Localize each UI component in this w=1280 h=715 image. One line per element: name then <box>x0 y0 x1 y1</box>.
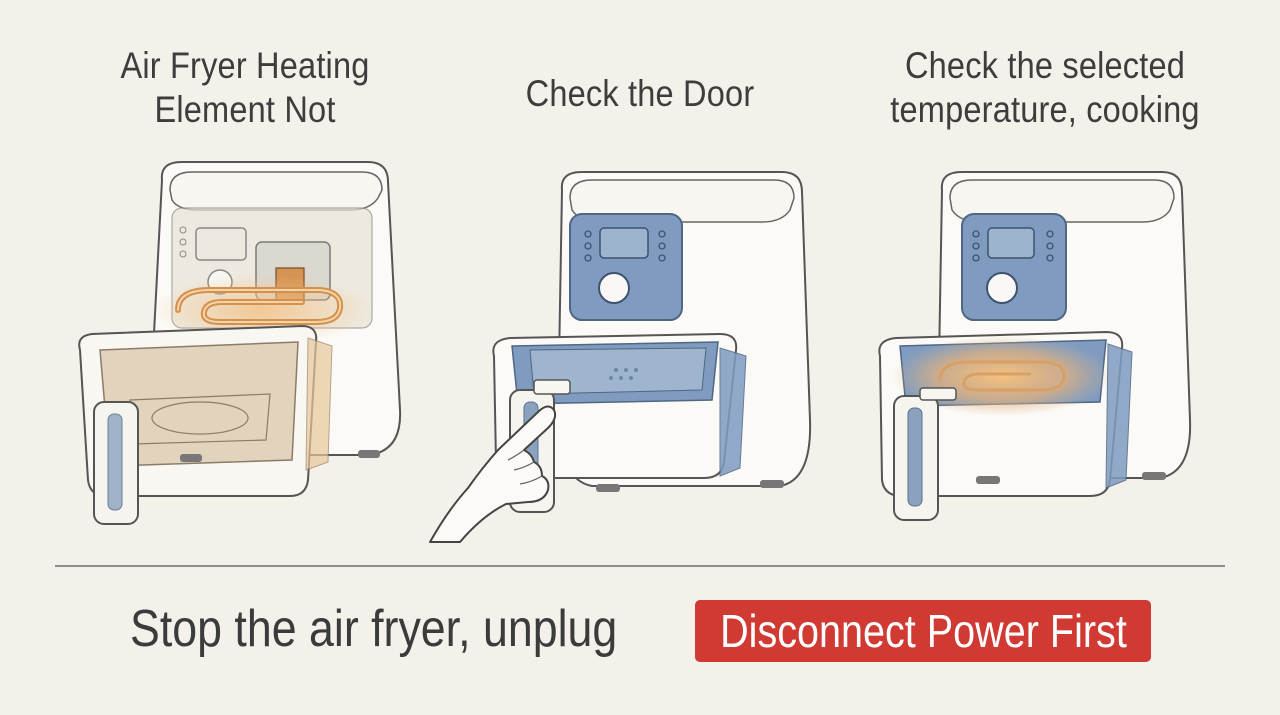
air-fryer-door-check-icon <box>429 171 812 543</box>
air-fryer-heating-icon <box>878 171 1192 521</box>
warning-badge: Disconnect Power First <box>695 600 1151 662</box>
panel-1-title: Air Fryer Heating Element Not <box>100 44 390 132</box>
panel-2-title: Check the Door <box>499 72 781 116</box>
panel-3-title-line1: Check the selected <box>904 45 1186 86</box>
air-fryer-cutaway-icon <box>78 161 402 525</box>
panel-2-title-line1: Check the Door <box>525 73 755 114</box>
panel-3-title: Check the selected temperature, cooking <box>882 44 1208 132</box>
panel-1-title-line1: Air Fryer Heating <box>120 45 370 86</box>
footer-instruction: Stop the air fryer, unplug <box>130 600 618 658</box>
section-divider <box>55 565 1225 567</box>
warning-badge-label: Disconnect Power First <box>719 605 1127 657</box>
panel-3-title-line2: temperature, cooking <box>890 89 1200 130</box>
panel-1-title-line2: Element Not <box>154 89 336 130</box>
pointing-hand-icon <box>429 405 557 543</box>
